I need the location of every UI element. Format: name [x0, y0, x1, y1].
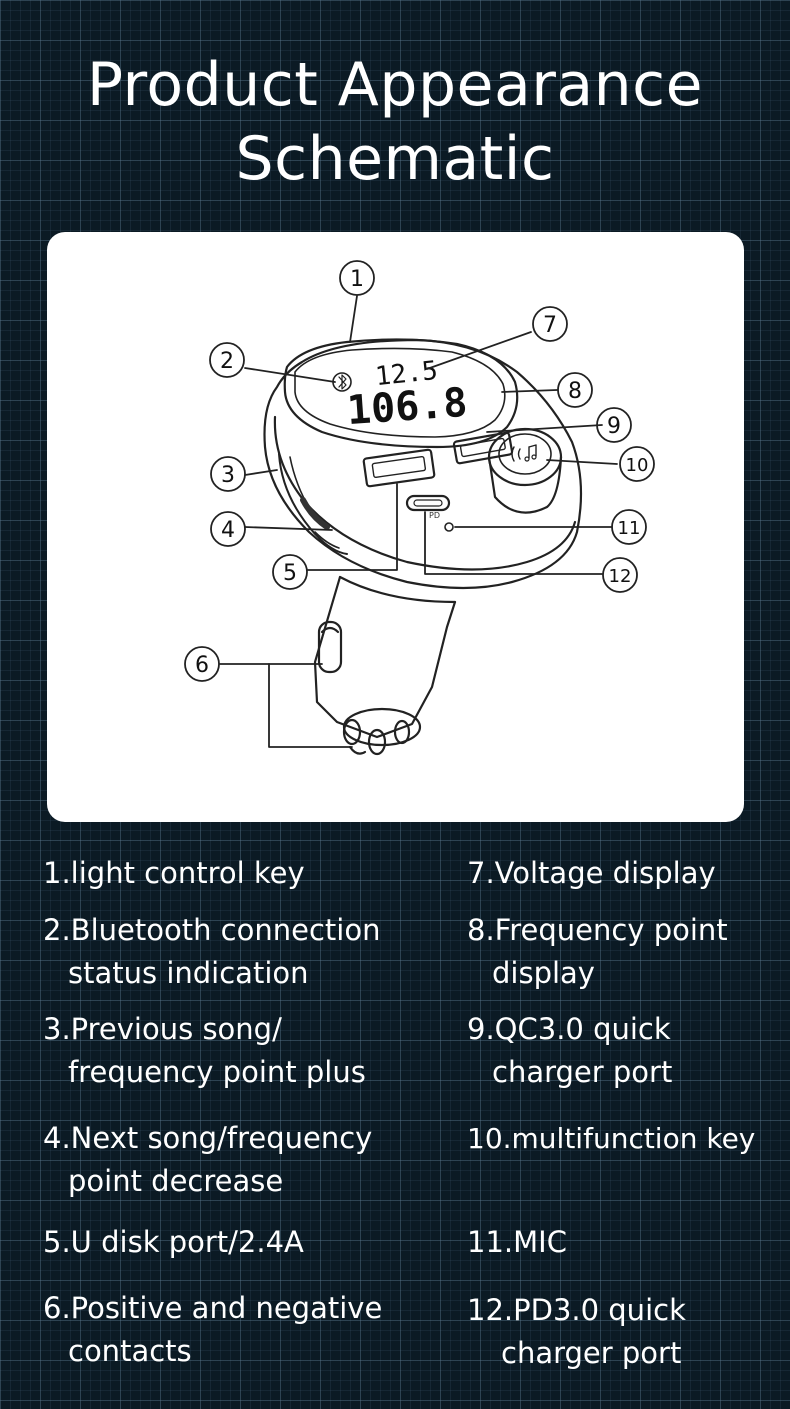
title-line-2: Schematic [235, 124, 555, 194]
callout-2-label: 2 [220, 349, 234, 374]
legend-item-4: 4.Next song/frequency point decrease [43, 1121, 373, 1198]
callout-11-label: 11 [618, 518, 641, 539]
callout-7-label: 7 [543, 313, 557, 338]
legend-item-8: 8.Frequency point display [467, 913, 728, 990]
callout-6 [184, 646, 220, 682]
voltage-display: 12.5 [374, 356, 439, 392]
callout-10-label: 10 [626, 455, 649, 476]
callout-4-label: 4 [221, 518, 235, 543]
legend-item-12: 12.PD3.0 quick charger port [467, 1293, 686, 1370]
callout-8 [557, 372, 593, 408]
callout-5 [272, 554, 308, 590]
legend-item-11: 11.MIC [467, 1225, 567, 1259]
callout-12-label: 12 [609, 566, 632, 587]
callout-2 [209, 342, 245, 378]
schematic-panel: 12.5 106.8 PD [47, 232, 744, 822]
frequency-display: 106.8 [346, 380, 469, 434]
callout-12 [602, 557, 638, 593]
callout-9 [596, 407, 632, 443]
callout-3-label: 3 [221, 463, 235, 488]
callout-1 [339, 260, 375, 296]
callout-8-label: 8 [568, 379, 582, 404]
callout-markers [184, 260, 655, 682]
title-line-1: Product Appearance [86, 50, 704, 120]
legend-item-2: 2.Bluetooth connection status indication [43, 913, 381, 990]
legend-item-10: 10.multifunction key [467, 1122, 756, 1155]
callout-9-label: 9 [607, 414, 621, 439]
callout-3 [210, 456, 246, 492]
callout-11 [611, 509, 647, 545]
leader-lines [219, 295, 618, 748]
car-plug [313, 575, 457, 756]
callout-4 [210, 511, 246, 547]
legend-item-1: 1.light control key [43, 856, 305, 890]
legend-item-7: 7.Voltage display [467, 856, 716, 890]
legend-item-3: 3.Previous song/ frequency point plus [43, 1012, 366, 1089]
legend-item-6: 6.Positive and negative contacts [43, 1291, 383, 1368]
callout-1-label: 1 [350, 267, 364, 292]
page-title: Product Appearance Schematic [0, 48, 790, 196]
legend-item-5: 5.U disk port/2.4A [43, 1225, 304, 1259]
callout-5-label: 5 [283, 561, 297, 586]
pd-label: PD [429, 511, 440, 520]
legend-item-9: 9.QC3.0 quick charger port [467, 1012, 673, 1089]
callout-6-label: 6 [195, 653, 209, 678]
callout-7 [532, 306, 568, 342]
callout-10 [619, 446, 655, 482]
product-schematic: 12.5 106.8 PD [184, 260, 655, 756]
